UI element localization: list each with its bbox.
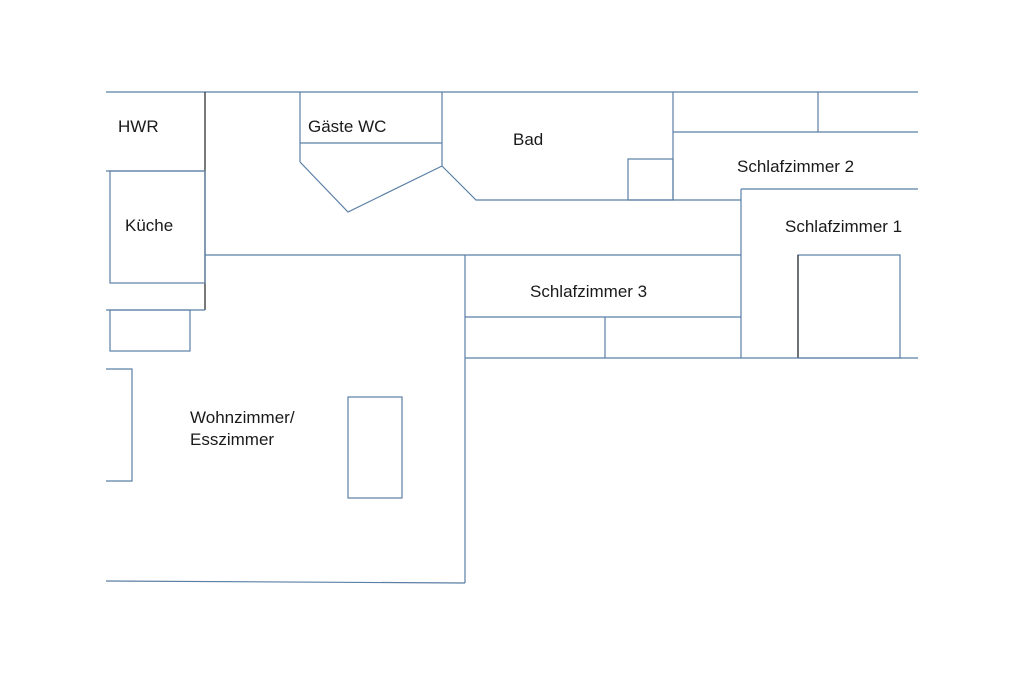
wohnzimmer-sideboard: [106, 368, 133, 482]
label-schlafzimmer-3: Schlafzimmer 3: [530, 282, 647, 301]
bad-fixture: [627, 158, 674, 201]
label-bad: Bad: [513, 130, 543, 149]
kitchen-counter: [109, 170, 206, 284]
bad-angled-wall: [441, 165, 741, 201]
label-gaeste-wc: Gäste WC: [308, 117, 386, 136]
gaeste-wc-angled-wall: [299, 161, 443, 213]
label-wohnzimmer-line2: Esszimmer: [190, 430, 274, 449]
dining-table: [347, 396, 403, 499]
kitchen-cabinet: [109, 309, 191, 352]
label-schlafzimmer-1: Schlafzimmer 1: [785, 217, 902, 236]
label-hwr: HWR: [118, 117, 159, 136]
label-wohnzimmer-line1: Wohnzimmer/: [190, 408, 295, 427]
label-schlafzimmer-2: Schlafzimmer 2: [737, 157, 854, 176]
schlafzimmer-1-closet: [797, 254, 901, 359]
wohnzimmer-bottom-wall: [105, 580, 466, 584]
label-kueche: Küche: [125, 216, 173, 235]
